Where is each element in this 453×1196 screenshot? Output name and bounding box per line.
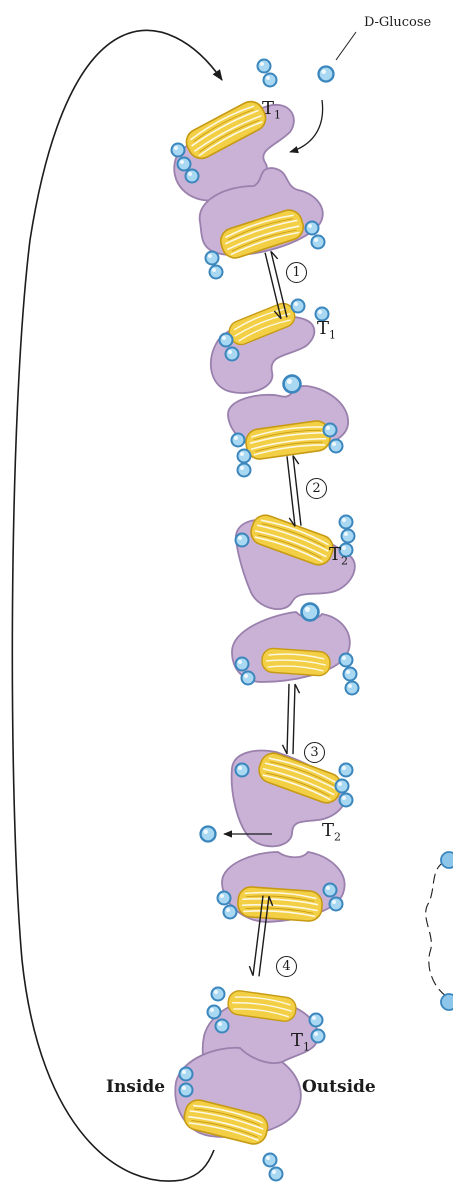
headgroup-icon: [344, 668, 357, 681]
headgroup-icon: [340, 516, 353, 529]
headgroup-icon: [346, 682, 359, 695]
headgroup-icon: [180, 1084, 193, 1097]
state-subscript: 2: [334, 831, 341, 844]
step-label-2: 2: [306, 478, 327, 499]
binding-arrow: [290, 100, 323, 152]
lipid-bilayer-block: [261, 648, 331, 677]
d-glucose-leader-line: [336, 32, 356, 60]
headgroup-icon: [178, 158, 191, 171]
headgroup-icon: [238, 464, 251, 477]
d-glucose-label: D-Glucose: [364, 15, 431, 30]
partial-figure-node-icon: [441, 852, 453, 868]
state-letter: T: [329, 544, 341, 565]
step-number: 2: [312, 481, 320, 496]
equilibrium-arrow-3: [282, 684, 299, 754]
headgroup-icon: [186, 170, 199, 183]
headgroup-icon: [306, 222, 319, 235]
reverse-half-arrow: [293, 684, 300, 754]
headgroup-icon: [330, 440, 343, 453]
state-subscript: 1: [329, 329, 336, 342]
state-letter: T: [291, 1030, 303, 1051]
forward-half-arrow: [282, 684, 289, 754]
headgroup-icon: [232, 434, 245, 447]
step-label-1: 1: [286, 262, 307, 283]
headgroup-icon: [270, 1168, 283, 1181]
headgroup-icon: [340, 654, 353, 667]
headgroup-icon: [324, 884, 337, 897]
state-subscript: 2: [341, 555, 348, 568]
headgroup-icon: [206, 252, 219, 265]
state-label-t2-first: T2: [329, 544, 348, 568]
headgroup-icon: [242, 672, 255, 685]
state-label-t1-second: T1: [317, 318, 336, 342]
step-number: 1: [292, 265, 300, 280]
headgroup-icon: [312, 236, 325, 249]
headgroup-icon: [238, 450, 251, 463]
headgroup-icon: [224, 906, 237, 919]
headgroup-icon: [236, 534, 249, 547]
step-label-4: 4: [276, 956, 297, 977]
headgroup-icon: [342, 530, 355, 543]
partial-figure-node-icon: [441, 994, 453, 1010]
headgroup-icon: [264, 74, 277, 87]
headgroup-icon: [218, 892, 231, 905]
headgroup-icon: [324, 424, 337, 437]
state-letter: T: [262, 98, 274, 119]
headgroup-icon: [236, 658, 249, 671]
headgroup-icon: [292, 300, 305, 313]
headgroup-icon: [258, 60, 271, 73]
headgroup-icon: [236, 764, 249, 777]
state-label-t1-top: T1: [262, 98, 281, 122]
state-label-t1-bottom: T1: [291, 1030, 310, 1054]
headgroup-icon: [208, 1006, 221, 1019]
headgroup-icon: [172, 144, 185, 157]
headgroup-icon: [336, 780, 349, 793]
headgroup-icon: [340, 764, 353, 777]
headgroup-icon: [340, 794, 353, 807]
step-number: 3: [310, 745, 318, 760]
inside-label: Inside: [106, 1077, 165, 1097]
state-subscript: 1: [274, 109, 281, 122]
glucose-molecule-icon: [201, 827, 216, 842]
headgroup-icon: [180, 1068, 193, 1081]
state-letter: T: [317, 318, 329, 339]
d-glucose-label-name: -Glucose: [374, 15, 431, 30]
headgroup-icon: [310, 1014, 323, 1027]
lipid-bilayer-block: [237, 886, 323, 922]
headgroup-icon: [264, 1154, 277, 1167]
headgroup-icon: [220, 334, 233, 347]
state-subscript: 1: [303, 1041, 310, 1054]
headgroup-icon: [312, 1030, 325, 1043]
state-letter: T: [322, 820, 334, 841]
headgroup-icon: [216, 1020, 229, 1033]
state-label-t2-second: T2: [322, 820, 341, 844]
step-number: 4: [282, 959, 290, 974]
headgroup-icon: [226, 348, 239, 361]
d-glucose-label-prefix: D: [364, 15, 374, 30]
glucose-molecule-icon: [319, 67, 334, 82]
headgroup-icon: [212, 988, 225, 1001]
headgroup-icon: [210, 266, 223, 279]
glucose-molecule-icon: [302, 604, 319, 621]
glucose-molecule-icon: [284, 376, 301, 393]
partial-figure-curve: [426, 862, 446, 996]
equilibrium-arrow-2: [287, 456, 301, 527]
step-label-3: 3: [304, 742, 325, 763]
return-cycle-arrow: [12, 30, 222, 1181]
headgroup-icon: [330, 898, 343, 911]
outside-label: Outside: [302, 1077, 376, 1097]
